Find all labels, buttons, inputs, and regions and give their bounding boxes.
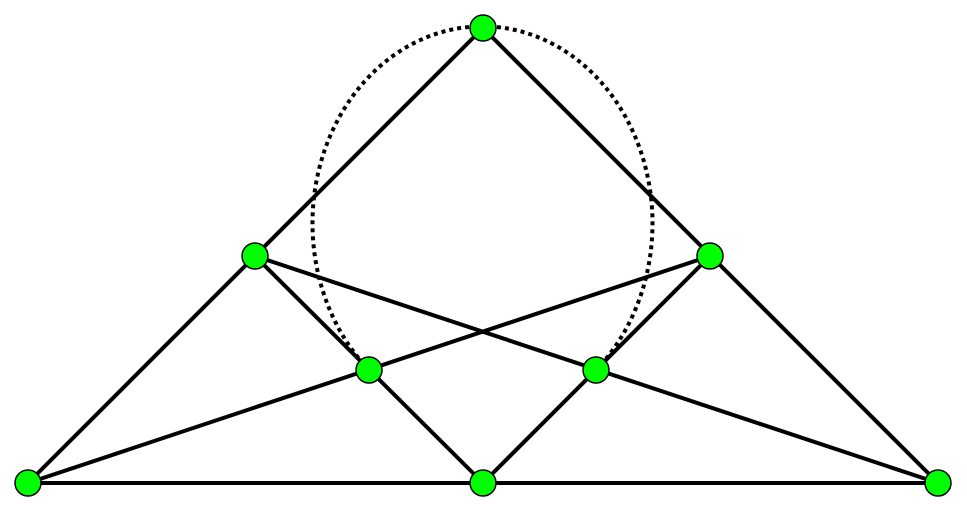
node-left-mid [241,242,269,270]
node-bottom-mid [469,469,497,497]
node-inner-left [355,356,383,384]
dotted-curve [310,24,655,372]
node-inner-right [582,356,610,384]
node-top [469,14,497,42]
node-bottom-left [14,469,42,497]
node-bottom-right [924,469,952,497]
node-right-mid [696,242,724,270]
